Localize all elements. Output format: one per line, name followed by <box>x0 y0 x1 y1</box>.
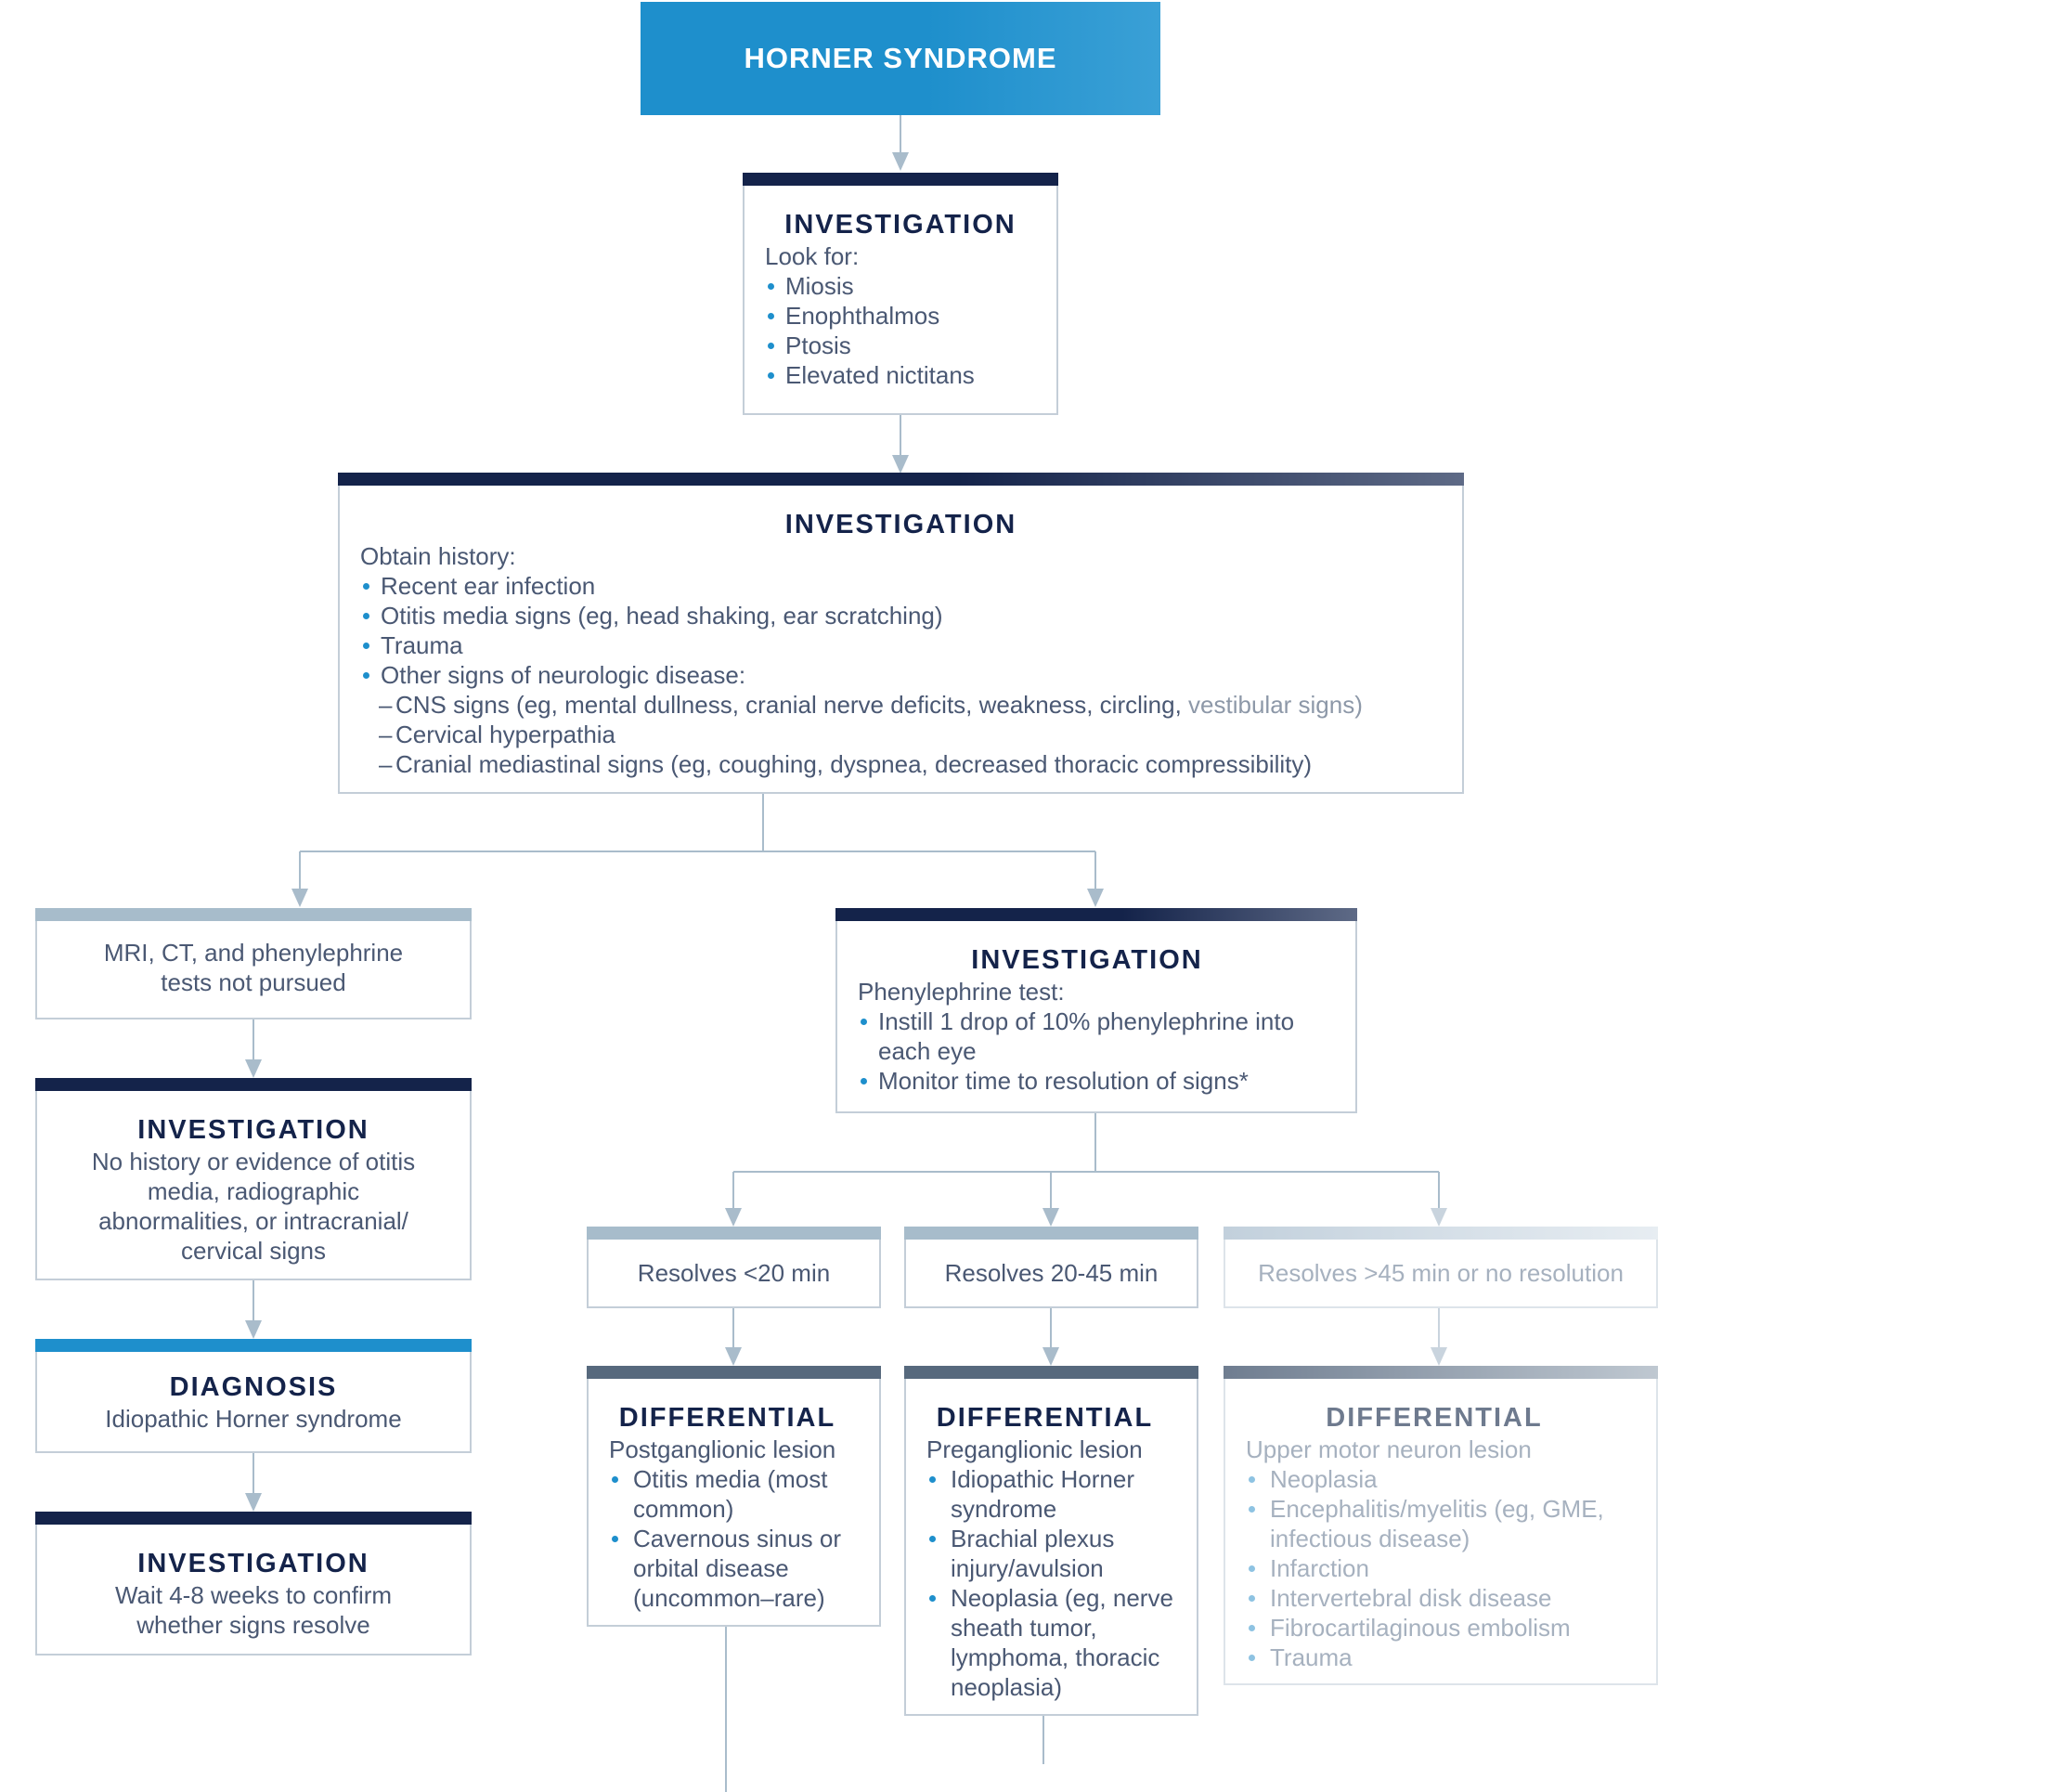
box-header-bar <box>587 1366 881 1379</box>
box-header-bar <box>35 908 472 921</box>
list-item: Monitor time to resolution of signs* <box>858 1066 1337 1096</box>
box-text: Resolves >45 min or no resolution <box>1258 1259 1624 1287</box>
box-heading: DIFFERENTIAL <box>618 1403 836 1433</box>
box-header-bar <box>904 1227 1198 1240</box>
phenylephrine-test-box: INVESTIGATION Phenylephrine test: Instil… <box>835 908 1357 1113</box>
box-heading: INVESTIGATION <box>784 510 1017 539</box>
sub-list-item: Cranial mediastinal signs (eg, coughing,… <box>360 749 1462 779</box>
box-text: Idiopathic Horner syndrome <box>105 1405 402 1433</box>
box-heading: DIAGNOSIS <box>169 1372 338 1402</box>
box-header-bar <box>743 173 1058 186</box>
list-item: Neoplasia <box>1246 1464 1643 1494</box>
list-item: Elevated nictitans <box>765 360 1056 390</box>
box-intro: Look for: <box>765 242 860 270</box>
list-item: Fibrocartilaginous embolism <box>1246 1613 1643 1643</box>
box-intro: Upper motor neuron lesion <box>1246 1435 1532 1463</box>
differential-upper-motor-neuron-box: DIFFERENTIAL Upper motor neuron lesion N… <box>1224 1366 1658 1685</box>
box-header-bar <box>35 1078 472 1091</box>
box-heading: INVESTIGATION <box>784 210 1017 240</box>
list-item: Trauma <box>1246 1643 1643 1672</box>
box-intro: Preganglionic lesion <box>926 1435 1143 1463</box>
differential-postganglionic-box: DIFFERENTIAL Postganglionic lesion Otiti… <box>587 1366 881 1627</box>
box-intro: Obtain history: <box>360 542 516 570</box>
list-item: Ptosis <box>765 331 1056 360</box>
investigation-look-for-box: INVESTIGATION Look for: Miosis Enophthal… <box>743 173 1058 415</box>
list-item: Instill 1 drop of 10% phenylephrine into… <box>858 1006 1337 1066</box>
investigation-wait-box: INVESTIGATION Wait 4-8 weeks to confirm … <box>35 1512 472 1656</box>
title-box: HORNER SYNDROME <box>641 2 1160 115</box>
resolves-under-20-box: Resolves <20 min <box>587 1227 881 1308</box>
diagnosis-box: DIAGNOSIS Idiopathic Horner syndrome <box>35 1339 472 1453</box>
box-intro: Phenylephrine test: <box>858 978 1065 1006</box>
list-item: Otitis media signs (eg, head shaking, ea… <box>360 601 1462 630</box>
box-header-bar <box>1224 1227 1658 1240</box>
box-header-bar <box>1224 1366 1658 1379</box>
list-item: Cavernous sinus or orbital disease (unco… <box>609 1524 866 1613</box>
box-text: Wait 4-8 weeks to confirm whether signs … <box>114 1581 393 1639</box>
list-item: Encephalitis/myelitis (eg, GME, infectio… <box>1246 1494 1643 1553</box>
box-text: Resolves <20 min <box>637 1259 831 1287</box>
box-heading: DIFFERENTIAL <box>1326 1403 1543 1433</box>
resolves-over-45-box: Resolves >45 min or no resolution <box>1224 1227 1658 1308</box>
box-text: Resolves 20-45 min <box>944 1259 1159 1287</box>
box-header-bar <box>35 1512 472 1525</box>
sub-item-text: Cervical hyperpathia <box>395 721 616 748</box>
sub-item-text: CNS signs (eg, mental dullness, cranial … <box>395 691 1189 719</box>
list-item: Other signs of neurologic disease: <box>360 660 1462 690</box>
box-header-bar <box>35 1339 472 1352</box>
sub-list-item: CNS signs (eg, mental dullness, cranial … <box>360 690 1462 720</box>
list-item: Neoplasia (eg, nerve sheath tumor, lymph… <box>926 1583 1184 1702</box>
resolves-20-45-box: Resolves 20-45 min <box>904 1227 1198 1308</box>
list-item: Otitis media (most common) <box>609 1464 866 1524</box>
sub-list-item: Cervical hyperpathia <box>360 720 1462 749</box>
box-heading: INVESTIGATION <box>971 945 1203 975</box>
box-header-bar <box>904 1366 1198 1379</box>
list-item: Miosis <box>765 271 1056 301</box>
box-heading: INVESTIGATION <box>137 1115 369 1145</box>
box-header-bar <box>835 908 1357 921</box>
box-heading: INVESTIGATION <box>137 1549 369 1578</box>
list-item: Enophthalmos <box>765 301 1056 331</box>
box-intro: Postganglionic lesion <box>609 1435 836 1463</box>
box-text: MRI, CT, and phenylephrine tests not pur… <box>103 939 404 996</box>
box-heading: DIFFERENTIAL <box>936 1403 1154 1433</box>
box-text: No history or evidence of otitis media, … <box>91 1148 416 1265</box>
tests-not-pursued-box: MRI, CT, and phenylephrine tests not pur… <box>35 908 472 1019</box>
sub-item-text: Cranial mediastinal signs (eg, coughing,… <box>395 750 1313 778</box>
investigation-no-evidence-box: INVESTIGATION No history or evidence of … <box>35 1078 472 1280</box>
investigation-history-box: INVESTIGATION Obtain history: Recent ear… <box>338 473 1464 794</box>
list-item: Intervertebral disk disease <box>1246 1583 1643 1613</box>
list-item: Trauma <box>360 630 1462 660</box>
list-item: Brachial plexus injury/avulsion <box>926 1524 1184 1583</box>
title: HORNER SYNDROME <box>744 42 1057 74</box>
box-header-bar <box>587 1227 881 1240</box>
list-item: Recent ear infection <box>360 571 1462 601</box>
box-header-bar <box>338 473 1464 486</box>
sub-item-text-faded: vestibular signs) <box>1188 691 1363 719</box>
differential-preganglionic-box: DIFFERENTIAL Preganglionic lesion Idiopa… <box>904 1366 1198 1716</box>
list-item: Idiopathic Horner syndrome <box>926 1464 1184 1524</box>
list-item: Infarction <box>1246 1553 1643 1583</box>
